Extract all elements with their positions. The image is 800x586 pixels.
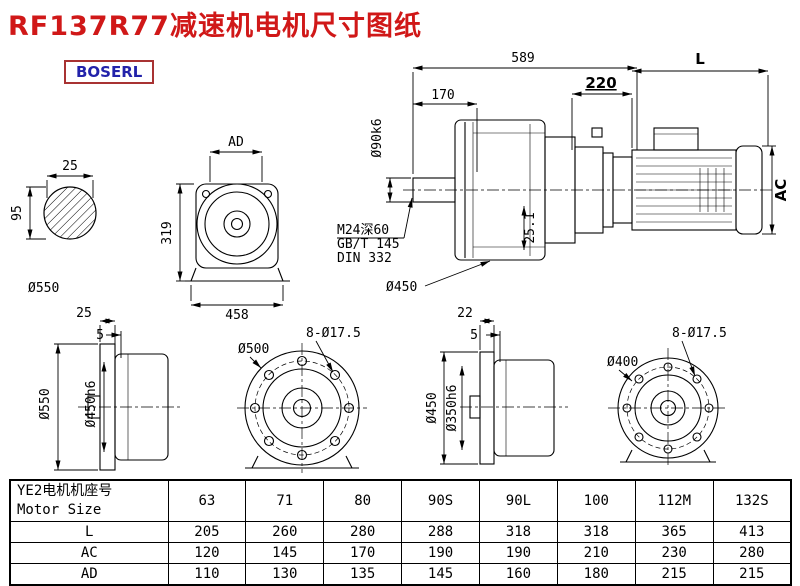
- output-side-view-right: 22 5 Ø450 Ø350h6: [425, 306, 568, 465]
- size-column-header: 90S: [401, 479, 480, 522]
- fan-cowl: [735, 145, 763, 235]
- table-cell: 130: [245, 563, 325, 586]
- dim-shaft-dia-90k6: Ø90k6: [370, 118, 385, 157]
- motor-view: 220 L AC: [571, 50, 790, 235]
- table-row-AC: AC 120 145 170 190 190 210 230 280: [9, 542, 792, 564]
- dim-450-od: Ø450: [425, 392, 440, 423]
- table-cell: 318: [479, 521, 558, 543]
- dim-L: L: [695, 50, 705, 68]
- terminal-box: [653, 127, 699, 151]
- table-cell: 280: [712, 542, 792, 564]
- table-cell: 180: [556, 563, 636, 586]
- table-cell: 190: [401, 542, 480, 564]
- table-cell: 288: [401, 521, 480, 543]
- output-flange-view-right: 8-Ø17.5 Ø400: [607, 326, 728, 468]
- output-side-view-left: 25 5 Ø550 Ø450h6: [38, 306, 180, 471]
- dim-500: Ø500: [238, 342, 269, 357]
- note-tap: M24深60: [337, 223, 389, 238]
- table-header-en: Motor Size: [17, 502, 102, 518]
- output-flange-view-left: 8-Ø17.5 Ø500: [237, 326, 367, 473]
- dim-5-spigot: 5: [96, 328, 104, 343]
- row-label-AC: AC: [9, 542, 169, 564]
- table-cell: 210: [556, 542, 636, 564]
- dim-400: Ø400: [607, 355, 638, 370]
- table-cell: 230: [634, 542, 714, 564]
- dim-ad: AD: [228, 135, 244, 150]
- table-cell: 145: [245, 542, 325, 564]
- table-header-row: YE2电机机座号 Motor Size 63 71 80 90S 90L 100…: [9, 479, 792, 522]
- table-cell: 365: [634, 521, 714, 543]
- table-cell: 205: [167, 521, 247, 543]
- dim-25-flange: 25: [76, 306, 92, 321]
- dim-589: 589: [511, 51, 534, 66]
- page-title: RF137R77减速机电机尺寸图纸: [8, 11, 422, 42]
- dim-450h6: Ø450h6: [84, 381, 99, 428]
- table-cell: 215: [712, 563, 792, 586]
- table-cell: 318: [556, 521, 636, 543]
- table-header-cn: YE2电机机座号: [17, 483, 113, 499]
- size-column-header: 80: [323, 479, 403, 522]
- table-cell: 170: [323, 542, 403, 564]
- dim-5-spigot-right: 5: [470, 328, 478, 343]
- dim-shaft-height: 95: [10, 205, 25, 221]
- table-cell: 110: [167, 563, 247, 586]
- size-column-header: 132S: [712, 479, 792, 522]
- technical-drawing: 25 95 Ø550 AD 319 458: [10, 50, 790, 473]
- row-label-L: L: [9, 521, 169, 543]
- dim-170: 170: [431, 88, 454, 103]
- size-column-header: 71: [245, 479, 325, 522]
- dim-550-od: Ø550: [38, 388, 53, 419]
- dim-25-1: 25.1: [523, 212, 538, 243]
- table-cell: 215: [634, 563, 714, 586]
- table-cell: 280: [323, 521, 403, 543]
- size-column-header: 63: [167, 479, 247, 522]
- dim-350h6: Ø350h6: [445, 385, 460, 432]
- table-row-L: L 205 260 280 288 318 318 365 413: [9, 521, 792, 543]
- table-cell: 120: [167, 542, 247, 564]
- dim-flange-450: Ø450: [386, 280, 417, 295]
- dim-22-flange: 22: [457, 306, 473, 321]
- table-cell: 160: [479, 563, 558, 586]
- shaft-section-view: 25 95 Ø550: [10, 159, 97, 296]
- dim-220: 220: [585, 74, 616, 92]
- dim-shaft-width: 25: [62, 159, 78, 174]
- size-column-header: 90L: [479, 479, 558, 522]
- brand-logo: BOSERL: [64, 60, 155, 84]
- note-gbt145: GB/T 145: [337, 237, 400, 252]
- note-din332: DIN 332: [337, 251, 392, 266]
- size-column-header: 112M: [634, 479, 714, 522]
- table-cell: 135: [323, 563, 403, 586]
- dim-AC: AC: [772, 179, 790, 202]
- table-cell: 190: [479, 542, 558, 564]
- table-cell: 145: [401, 563, 480, 586]
- size-column-header: 100: [556, 479, 636, 522]
- table-cell: 413: [712, 521, 792, 543]
- label-bolt-holes-left: 8-Ø17.5: [306, 326, 361, 341]
- label-bolt-holes-right: 8-Ø17.5: [672, 326, 727, 341]
- table-row-AD: AD 110 130 135 145 160 180 215 215: [9, 563, 792, 586]
- gearbox-front-view: AD 319 458: [160, 135, 290, 323]
- table-header-motor-size: YE2电机机座号 Motor Size: [9, 479, 169, 522]
- motor-size-table: YE2电机机座号 Motor Size 63 71 80 90S 90L 100…: [9, 479, 792, 586]
- row-label-AD: AD: [9, 563, 169, 586]
- dim-shaft-dia: Ø550: [28, 281, 59, 296]
- dim-319: 319: [160, 221, 175, 244]
- dim-458: 458: [225, 308, 248, 323]
- table-cell: 260: [245, 521, 325, 543]
- reducer-main-view: 589 170 Ø90k6 M24深60 GB/T 145 DIN 332 Ø4…: [337, 51, 772, 295]
- shaft-section-circle: [43, 186, 97, 240]
